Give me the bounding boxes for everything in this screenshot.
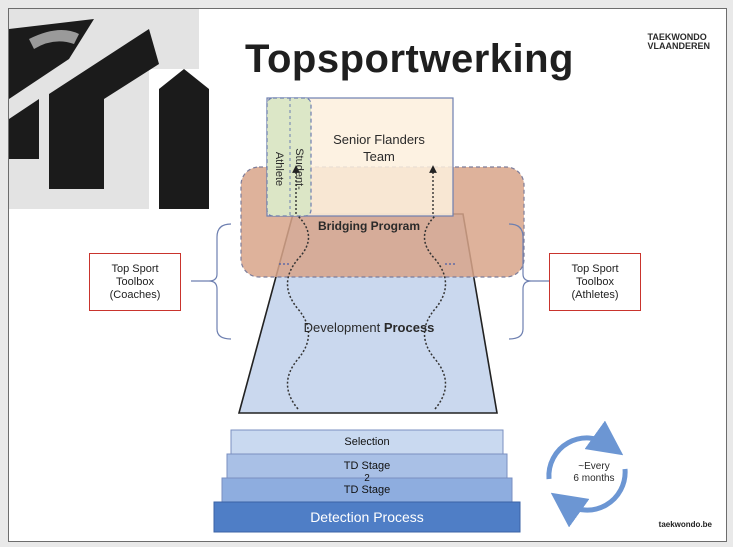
toolbox-coaches-label: Top Sport Toolbox (Coaches) xyxy=(109,262,161,301)
stage-td-2-number: 2 xyxy=(364,472,370,484)
toolbox-coaches: Top Sport Toolbox (Coaches) xyxy=(89,253,181,311)
toolbox-athletes-label: Top Sport Toolbox (Athletes) xyxy=(571,262,619,301)
development-process-label: Development Process xyxy=(274,320,464,335)
toolbox-athletes: Top Sport Toolbox (Athletes) xyxy=(549,253,641,311)
stage-stack: Selection TD Stage 2 TD Stage Detection … xyxy=(214,430,520,532)
slide-title: Topsportwerking xyxy=(245,37,574,81)
stage-bar-detection xyxy=(213,501,521,533)
stage-bar-td-2 xyxy=(221,477,513,503)
stage-td-1-label: TD Stage xyxy=(343,460,391,472)
cycle-label: ~Every 6 months xyxy=(573,461,615,484)
development-bold: Process xyxy=(383,320,435,335)
cycle-arrow-top xyxy=(546,420,624,480)
logo-graphic xyxy=(9,9,224,209)
slide: Topsportwerking TAEKWONDO VLAANDEREN xyxy=(8,8,727,542)
brand-line-2: VLAANDEREN xyxy=(647,41,710,51)
stage-selection-label: Selection xyxy=(344,436,390,448)
development-wave-left xyxy=(286,215,310,410)
senior-team-label: Senior Flanders Team xyxy=(333,132,425,164)
bracket-left xyxy=(208,223,232,340)
brand-logo-text: TAEKWONDO VLAANDEREN xyxy=(647,33,710,51)
cycle-arrow-bottom xyxy=(550,468,628,528)
pyramid-diagram xyxy=(191,97,628,533)
student-athlete-label: Student- Athlete xyxy=(273,148,305,190)
brand-line-1: TAEKWONDO xyxy=(647,32,707,42)
detection-process-label: Detection Process xyxy=(310,509,424,525)
bridging-program-label: Bridging Program xyxy=(317,219,420,233)
stage-bar-td-1 xyxy=(226,453,508,479)
student-athlete-shape xyxy=(266,97,312,217)
website-label: taekwondo.be xyxy=(658,520,712,529)
development-wave-right xyxy=(423,215,447,410)
stage-td-2-label: TD Stage xyxy=(343,484,391,496)
development-label: Development xyxy=(303,320,384,335)
